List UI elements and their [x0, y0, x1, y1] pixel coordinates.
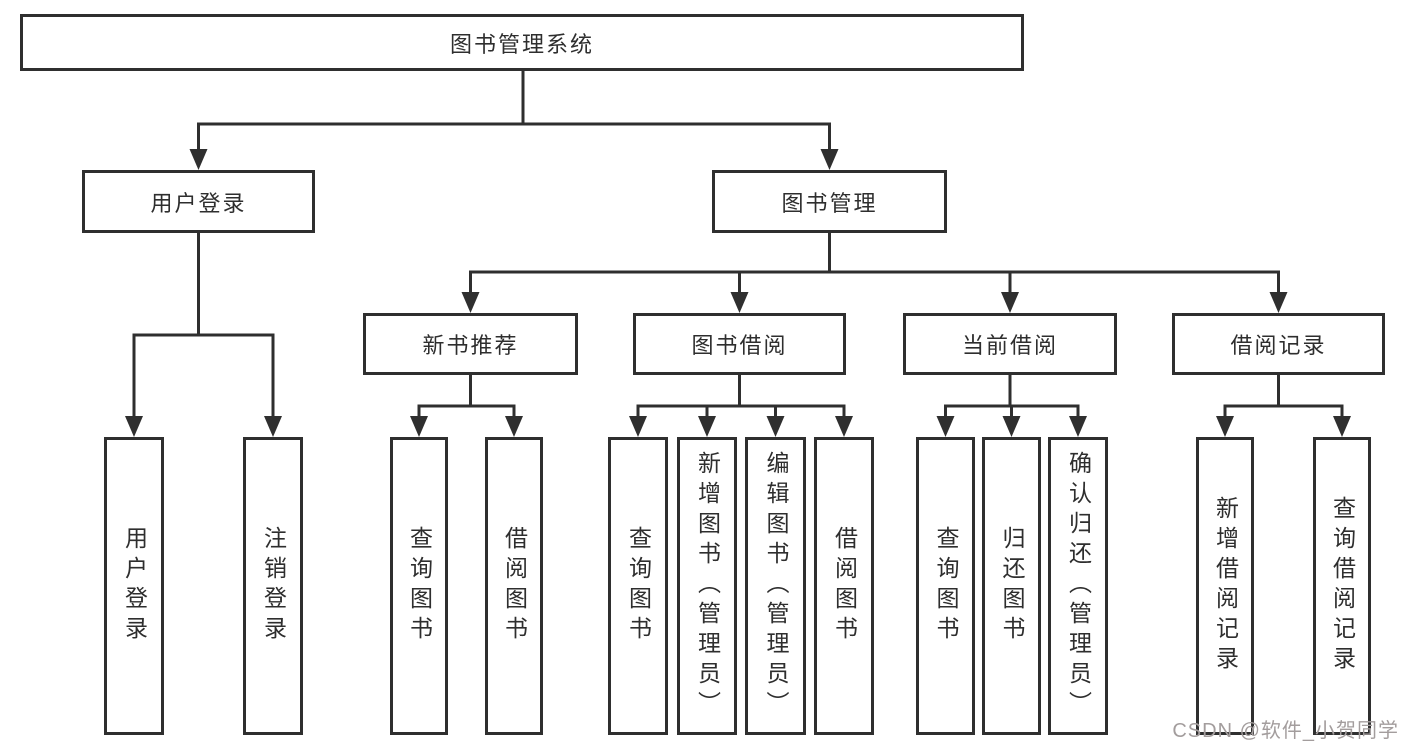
arrowhead-down-icon: [1269, 292, 1288, 313]
node-recommend-query-books: 查询图书: [390, 437, 448, 735]
arrowhead-down-icon: [766, 416, 785, 437]
node-book-borrowing: 图书借阅: [633, 313, 846, 375]
node-new-book-recommend: 新书推荐: [363, 313, 578, 375]
node-borrow-records: 借阅记录: [1172, 313, 1385, 375]
arrowhead-down-icon: [1001, 292, 1019, 313]
node-return-books: 归还图书: [982, 437, 1041, 735]
node-add-borrow-record: 新增借阅记录: [1196, 437, 1254, 735]
arrowhead-down-icon: [820, 149, 839, 170]
arrowhead-down-icon: [189, 149, 208, 170]
node-recommend-borrow-books: 借阅图书: [485, 437, 543, 735]
node-add-books-admin: 新增图书（管理员）: [677, 437, 737, 735]
node-logout: 注销登录: [243, 437, 303, 735]
arrowhead-down-icon: [505, 416, 523, 437]
arrowhead-down-icon: [1216, 416, 1234, 437]
node-query-borrow-record: 查询借阅记录: [1313, 437, 1371, 735]
arrowhead-down-icon: [629, 416, 647, 437]
node-confirm-return-admin: 确认归还（管理员）: [1048, 437, 1108, 735]
arrowhead-down-icon: [835, 416, 853, 437]
arrowhead-down-icon: [698, 416, 716, 437]
watermark: CSDN @软件_小贺同学: [1172, 720, 1399, 742]
node-borrow-books: 借阅图书: [814, 437, 874, 735]
arrowhead-down-icon: [461, 292, 480, 313]
arrowhead-down-icon: [936, 416, 955, 437]
node-user-login: 用户登录: [104, 437, 164, 735]
node-library-management-system: 图书管理系统: [20, 14, 1024, 71]
node-book-management: 图书管理: [712, 170, 947, 233]
arrowhead-down-icon: [1069, 416, 1087, 437]
arrowhead-down-icon: [264, 416, 282, 437]
arrowhead-down-icon: [125, 416, 143, 437]
node-current-borrowing: 当前借阅: [903, 313, 1117, 375]
node-borrowing-query-books: 查询图书: [608, 437, 668, 735]
arrowhead-down-icon: [1333, 416, 1351, 437]
arrowhead-down-icon: [410, 416, 428, 437]
node-user-login-branch: 用户登录: [82, 170, 315, 233]
arrowhead-down-icon: [1002, 416, 1021, 437]
arrowhead-down-icon: [730, 292, 749, 313]
node-current-query-books: 查询图书: [916, 437, 975, 735]
node-edit-books-admin: 编辑图书（管理员）: [745, 437, 806, 735]
